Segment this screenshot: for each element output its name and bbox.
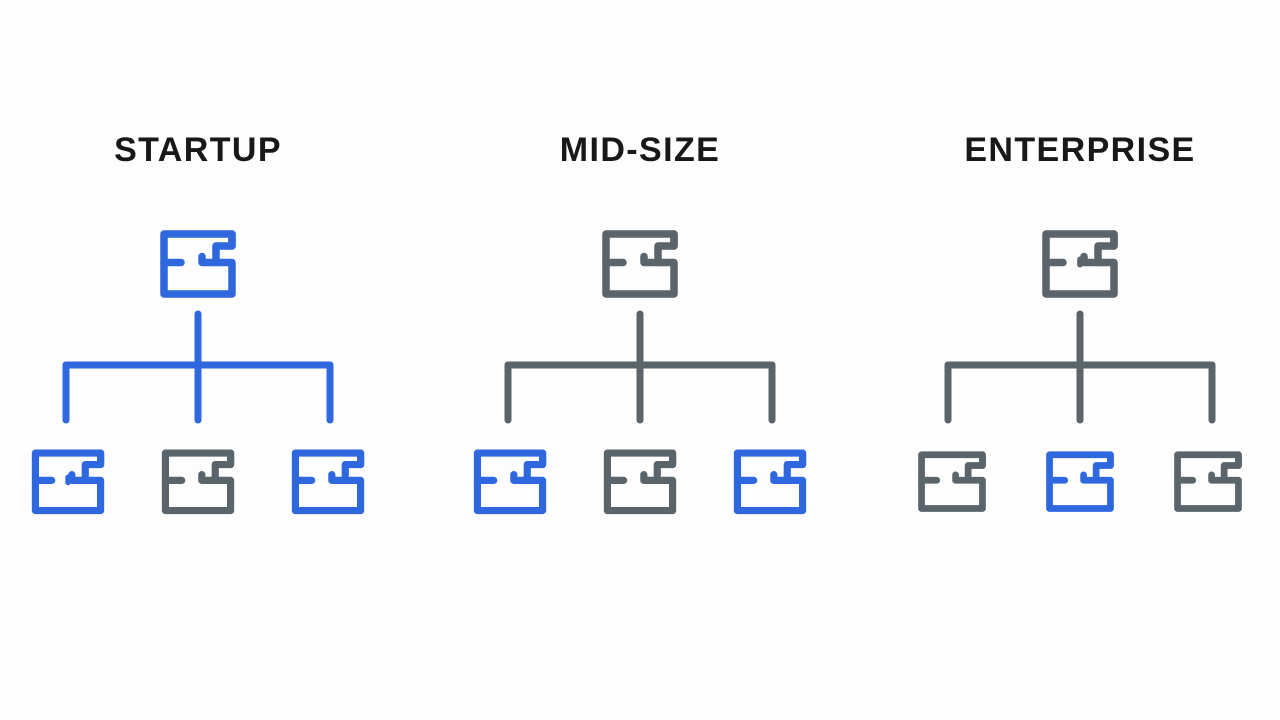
node-module-icon[interactable] [152, 432, 244, 524]
node-module-icon[interactable] [724, 432, 816, 524]
column-title-enterprise: ENTERPRISE [964, 131, 1196, 169]
node-module-icon[interactable] [592, 212, 688, 308]
org-column-mid-size: MID-SIZE [427, 0, 853, 720]
node-module-icon[interactable] [1032, 212, 1128, 308]
parent-node-slot-startup [150, 212, 246, 308]
connector-slot-mid-size [490, 308, 790, 426]
node-module-icon[interactable] [282, 432, 374, 524]
node-module-icon[interactable] [464, 432, 556, 524]
connector-slot-enterprise [930, 308, 1230, 426]
connector-slot-startup [48, 308, 348, 426]
column-title-mid-size: MID-SIZE [559, 131, 721, 169]
parent-node-slot-enterprise [1032, 212, 1128, 308]
node-module-icon[interactable] [1037, 435, 1123, 521]
node-module-icon[interactable] [22, 432, 114, 524]
tree-connector [490, 308, 790, 426]
org-column-startup: STARTUP [0, 0, 411, 720]
node-module-icon[interactable] [1165, 435, 1251, 521]
org-column-enterprise: ENTERPRISE [867, 0, 1280, 720]
tree-connector [930, 308, 1230, 426]
children-slot-startup [0, 426, 408, 530]
node-module-icon[interactable] [150, 212, 246, 308]
parent-node-slot-mid-size [592, 212, 688, 308]
tree-connector [48, 308, 348, 426]
column-title-startup: STARTUP [114, 131, 282, 169]
children-slot-mid-size [430, 426, 850, 530]
children-slot-enterprise [870, 426, 1280, 530]
node-module-icon[interactable] [909, 435, 995, 521]
node-module-icon[interactable] [594, 432, 686, 524]
